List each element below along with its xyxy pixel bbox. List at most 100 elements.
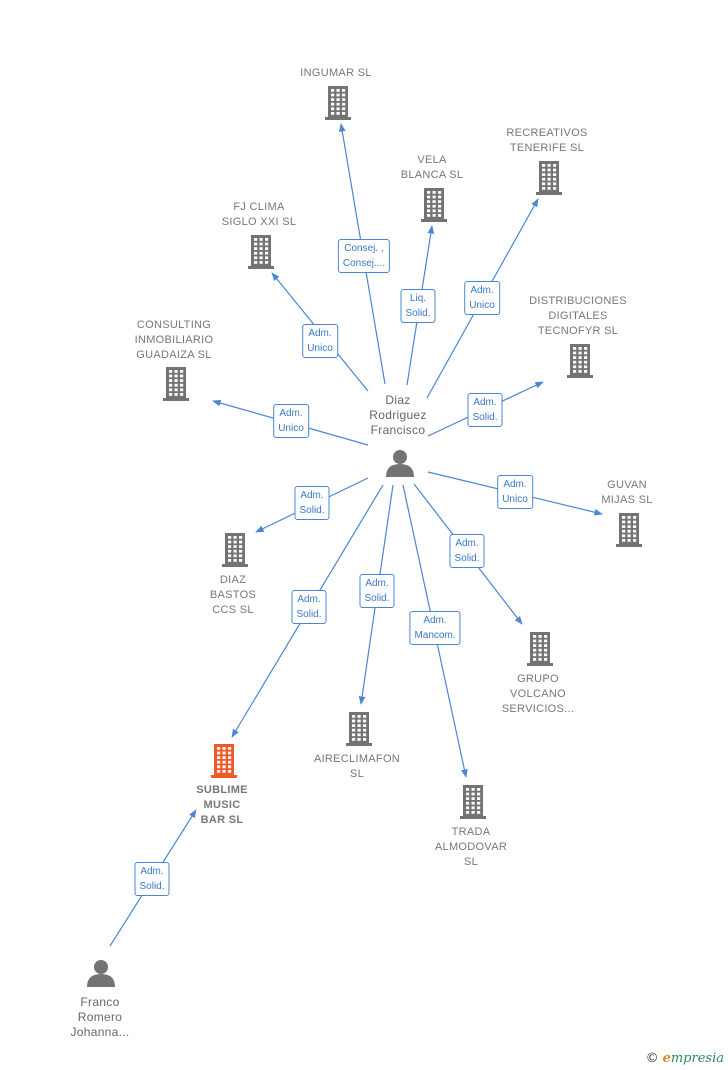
node-label-line: SUBLIME	[196, 784, 248, 796]
building-icon[interactable]	[421, 188, 447, 222]
node-label-recreativos[interactable]: RECREATIVOS TENERIFE SL	[506, 126, 587, 156]
building-icon[interactable]	[460, 785, 486, 819]
edge-label-line: Unico	[469, 300, 495, 311]
node-label-line: SL	[463, 856, 479, 868]
edge-label-line: Solid.	[472, 412, 498, 423]
edge-label-center-consulting[interactable]: Adm. Unico	[273, 404, 309, 438]
edge-label-line: Adm.	[473, 397, 497, 408]
brand-initial: e	[662, 1051, 671, 1066]
edge-label-center-fjclima[interactable]: Adm. Unico	[302, 324, 338, 358]
edge-label-center-recreativos[interactable]: Adm. Unico	[464, 281, 500, 315]
edge-label-line: Consej....	[342, 258, 386, 269]
person-icon[interactable]	[87, 960, 115, 987]
copyright-symbol: ©	[645, 1051, 659, 1066]
node-label-line: SL	[349, 768, 365, 780]
edge-label-line: Unico	[278, 423, 304, 434]
node-label-line: Rodriguez	[369, 408, 427, 422]
building-icon[interactable]	[222, 533, 248, 567]
node-label-line: Francisco	[370, 423, 426, 437]
brand-name: mpresia	[670, 1051, 724, 1066]
node-label-line: INGUMAR SL	[300, 67, 372, 79]
edge-label-center-grupo[interactable]: Adm.Solid.	[449, 534, 485, 568]
node-label-line: RECREATIVOS	[506, 127, 588, 139]
edge-label-center-aireclimafon[interactable]: Adm. Solid.	[359, 574, 395, 608]
edge-label-line: Solid.	[296, 609, 322, 620]
edge-label-line: Adm.	[455, 538, 479, 549]
node-label-distribuciones[interactable]: DISTRIBUCIONES DIGITALES TECNOFYR SL	[529, 294, 627, 339]
node-label-line: DIAZ	[219, 574, 247, 586]
edge-label-line: Solid.	[299, 505, 325, 516]
node-label-line: VOLCANO	[510, 688, 566, 700]
node-label-line: Johanna...	[70, 1025, 130, 1039]
edge-label-line: Solid.	[139, 881, 165, 892]
node-label-line: SERVICIOS...	[501, 703, 575, 715]
node-label-line: GUVAN	[607, 479, 647, 491]
building-icon[interactable]	[616, 513, 642, 547]
edge-label-line: Mancom.	[414, 630, 456, 641]
node-label-line: DIGITALES	[548, 310, 608, 322]
node-label-vela[interactable]: VELA BLANCA SL	[401, 153, 464, 183]
empresia-logo[interactable]: ©empresia	[646, 1051, 724, 1066]
node-label-fjclima[interactable]: FJ CLIMA SIGLO XXI SL	[222, 200, 297, 230]
node-label-line: AIRECLIMAFON	[313, 753, 401, 765]
node-label-line: GRUPO	[517, 673, 559, 685]
building-icon[interactable]	[163, 367, 189, 401]
building-icon[interactable]	[346, 712, 372, 746]
node-label-ingumar[interactable]: INGUMAR SL	[300, 66, 371, 81]
edge-label-line: Consej. ,	[344, 243, 384, 254]
edge-label-line: Adm.	[423, 615, 447, 626]
node-label-line: GUADAIZA SL	[136, 349, 212, 361]
edge-label-center-diazbastos[interactable]: Adm.Solid.	[294, 486, 330, 520]
edge-label-line: Adm.	[279, 408, 303, 419]
edge-label-line: Adm.	[140, 866, 164, 877]
edge-label-line: Adm.	[308, 328, 332, 339]
building-icon[interactable]	[527, 632, 553, 666]
edge-label-franco-sublime[interactable]: Adm. Solid.	[134, 862, 170, 896]
node-label-line: FJ CLIMA	[233, 201, 285, 213]
edge-label-line: Liq.	[409, 293, 427, 304]
node-label-grupo[interactable]: GRUPO VOLCANO SERVICIOS...	[502, 672, 574, 717]
edge-label-center-vela[interactable]: Liq. Solid.	[400, 289, 436, 323]
building-icon[interactable]	[567, 344, 593, 378]
node-label-line: Franco	[80, 995, 120, 1009]
node-label-line: INMOBILIARIO	[134, 334, 214, 346]
node-label-consulting[interactable]: CONSULTING INMOBILIARIO GUADAIZA SL	[135, 318, 214, 363]
building-icon[interactable]	[211, 744, 237, 778]
node-label-guvan[interactable]: GUVAN MIJAS SL	[601, 478, 652, 508]
node-label-aireclimafon[interactable]: AIRECLIMAFON SL	[314, 752, 400, 782]
node-label-line: MIJAS SL	[601, 494, 653, 506]
edge-label-center-sublime[interactable]: Adm. Solid.	[291, 590, 327, 624]
edge-label-center-trada[interactable]: Adm. Mancom.	[409, 611, 461, 645]
node-label-line: MUSIC	[203, 799, 241, 811]
building-icon[interactable]	[248, 235, 274, 269]
edge-label-line: Solid.	[405, 308, 431, 319]
node-label-line: CCS SL	[212, 604, 254, 616]
node-label-line: ALMODOVAR	[434, 841, 508, 853]
edge-label-line: Unico	[307, 343, 333, 354]
node-label-line: TENERIFE SL	[509, 142, 585, 154]
node-label-line: DISTRIBUCIONES	[529, 295, 627, 307]
person-icon[interactable]	[386, 450, 414, 477]
edge-label-center-distribuciones[interactable]: Adm. Solid.	[467, 393, 503, 427]
edge-label-line: Adm.	[503, 479, 527, 490]
node-label-line: TECNOFYR SL	[537, 325, 619, 337]
node-label-line: VELA	[417, 154, 447, 166]
edge-label-line: Solid.	[364, 593, 390, 604]
edge-label-line: Adm.	[297, 594, 321, 605]
node-label-line: Romero	[77, 1010, 123, 1024]
edge-label-center-guvan[interactable]: Adm.Unico	[497, 475, 533, 509]
node-label-line: SIGLO XXI SL	[221, 216, 297, 228]
node-label-line: CONSULTING	[136, 319, 212, 331]
edge-label-center-ingumar[interactable]: Consej. , Consej....	[337, 239, 391, 273]
building-icon[interactable]	[536, 161, 562, 195]
edge-label-line: Adm.	[365, 578, 389, 589]
building-icon[interactable]	[325, 86, 351, 120]
edge-label-line: Adm.	[470, 285, 494, 296]
node-label-line: BLANCA SL	[400, 169, 464, 181]
